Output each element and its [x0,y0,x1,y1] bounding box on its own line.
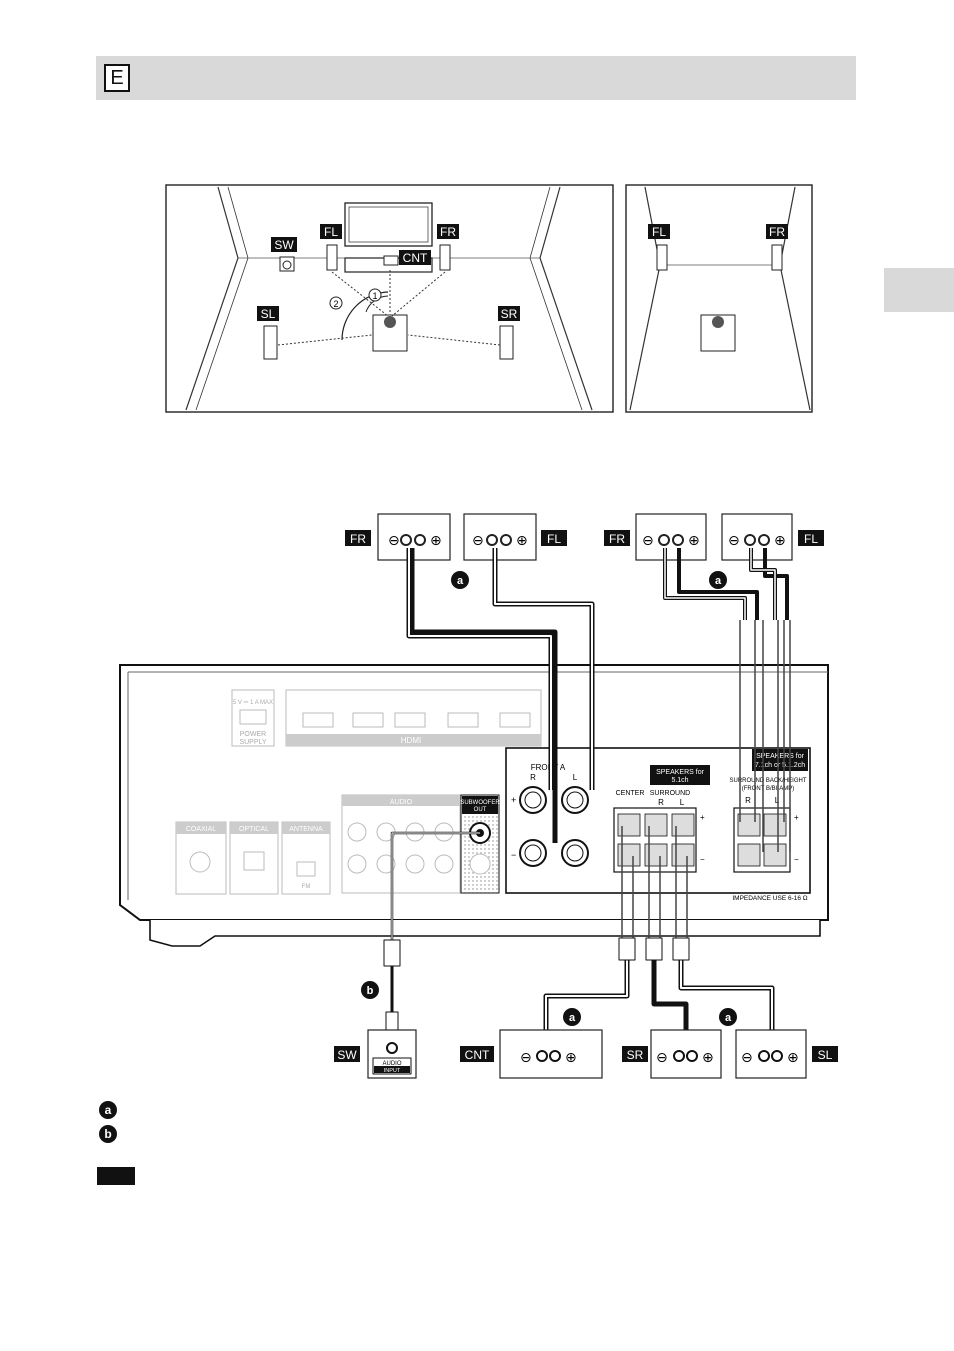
room-layout-51: 2 1 SW FL FR CNT SL SR [165,184,614,413]
sb-r-label: R [745,796,751,805]
fl-bi-label: FL [804,532,818,546]
fl-label: FL [324,225,338,239]
surround-label: SURROUND [650,790,690,797]
cable-label-b: b [367,985,374,997]
speaker-cables [383,548,791,1050]
sl-speaker-label: SL [818,1048,833,1062]
front-r-label: R [530,773,536,782]
sw-label: SW [274,238,294,252]
svg-text:(FRONT B/BI-AMP): (FRONT B/BI-AMP) [742,786,795,792]
bottom-speakers: AUDIO INPUT SW ⊖ ⊕ CNT ⊖ ⊕ SR ⊖ ⊕ SL [334,1029,838,1079]
front-speakers-a: ⊖ ⊕ FR ⊖ ⊕ FL a [345,513,567,589]
svg-text:⊖: ⊖ [388,532,400,548]
cnt-label: CNT [403,251,428,265]
surround-r-label: R [658,798,664,807]
svg-text:⊕: ⊕ [787,1049,799,1065]
cable-label-a-4: a [725,1012,732,1024]
sr-speaker-label: SR [627,1048,644,1062]
antenna-label: ANTENNA [289,826,323,833]
svg-text:5.1ch: 5.1ch [671,777,688,784]
svg-text:−: − [794,855,799,864]
front-l-label: L [573,773,578,782]
cable-label-a-2: a [715,575,722,587]
svg-text:⊕: ⊕ [702,1049,714,1065]
svg-text:7.1ch or 5.1.2ch: 7.1ch or 5.1.2ch [755,762,805,769]
center-label: CENTER [616,790,645,797]
svg-text:SUPPLY: SUPPLY [239,739,266,746]
audio-input-label: AUDIO [382,1061,401,1067]
subwoofer-out-label: SUBWOOFER [460,800,500,806]
svg-text:OUT: OUT [474,807,487,813]
section-letter: E [104,64,130,92]
svg-text:⊕: ⊕ [430,532,442,548]
cable-labels-bottom: a a b [361,981,737,1026]
side-tab [884,268,954,312]
optical-label: OPTICAL [239,826,269,833]
receiver-rear-panel: HDMI 5 V ⎓ 1 A MAX POWER SUPPLY COAXIAL … [119,664,829,947]
fr-label: FR [440,225,456,239]
surround-back-label: SURROUND BACK/HEIGHT [729,778,806,784]
svg-text:⊖: ⊖ [472,532,484,548]
fr-speaker-label: FR [350,532,366,546]
svg-text:⊕: ⊕ [516,532,528,548]
svg-text:⊖: ⊖ [741,1049,753,1065]
fm-label: FM [302,884,311,890]
sr-label: SR [501,307,518,321]
cable-label-a-1: a [457,575,464,587]
front-a-label: FRONT A [531,763,566,772]
svg-text:INPUT: INPUT [384,1068,401,1074]
svg-text:⊖: ⊖ [520,1049,532,1065]
fl-speaker-label: FL [547,532,561,546]
svg-text:−: − [700,855,705,864]
note-box [97,1167,135,1185]
section-header-bar: E [96,56,856,100]
front-speakers-b: ⊖ ⊕ FR ⊖ ⊕ FL a [604,513,824,589]
svg-text:+: + [700,813,705,822]
svg-text:⊕: ⊕ [688,532,700,548]
cnt-speaker-label: CNT [465,1048,490,1062]
svg-text:+: + [794,813,799,822]
fl-label-right: FL [652,225,666,239]
audio-label: AUDIO [390,799,413,806]
cable-label-a-3: a [569,1012,576,1024]
angle-label-1: 1 [372,291,377,301]
angle-label-2: 2 [333,299,338,309]
svg-text:⊖: ⊖ [728,532,740,548]
coaxial-label: COAXIAL [186,826,216,833]
svg-text:⊖: ⊖ [656,1049,668,1065]
surround-l-label: L [680,798,685,807]
sw-speaker-label: SW [337,1048,357,1062]
impedance-label: IMPEDANCE USE 6-16 Ω [732,895,807,902]
room-layout-front: FL FR [625,184,813,413]
speakers-71-label: SPEAKERS for [756,753,805,760]
power-supply-label: POWER [240,731,266,738]
fr-label-right: FR [769,225,785,239]
svg-text:⊕: ⊕ [565,1049,577,1065]
svg-text:⊖: ⊖ [642,532,654,548]
svg-text:+: + [511,795,516,805]
svg-text:−: − [511,850,516,860]
svg-text:⊕: ⊕ [774,532,786,548]
legend-b: b [99,1125,117,1143]
speakers-51-label: SPEAKERS for [656,769,705,776]
sl-label: SL [261,307,276,321]
power-rating: 5 V ⎓ 1 A MAX [233,700,273,706]
legend-a: a [99,1101,117,1119]
fr-bi-label: FR [609,532,625,546]
hdmi-label: HDMI [401,736,421,745]
